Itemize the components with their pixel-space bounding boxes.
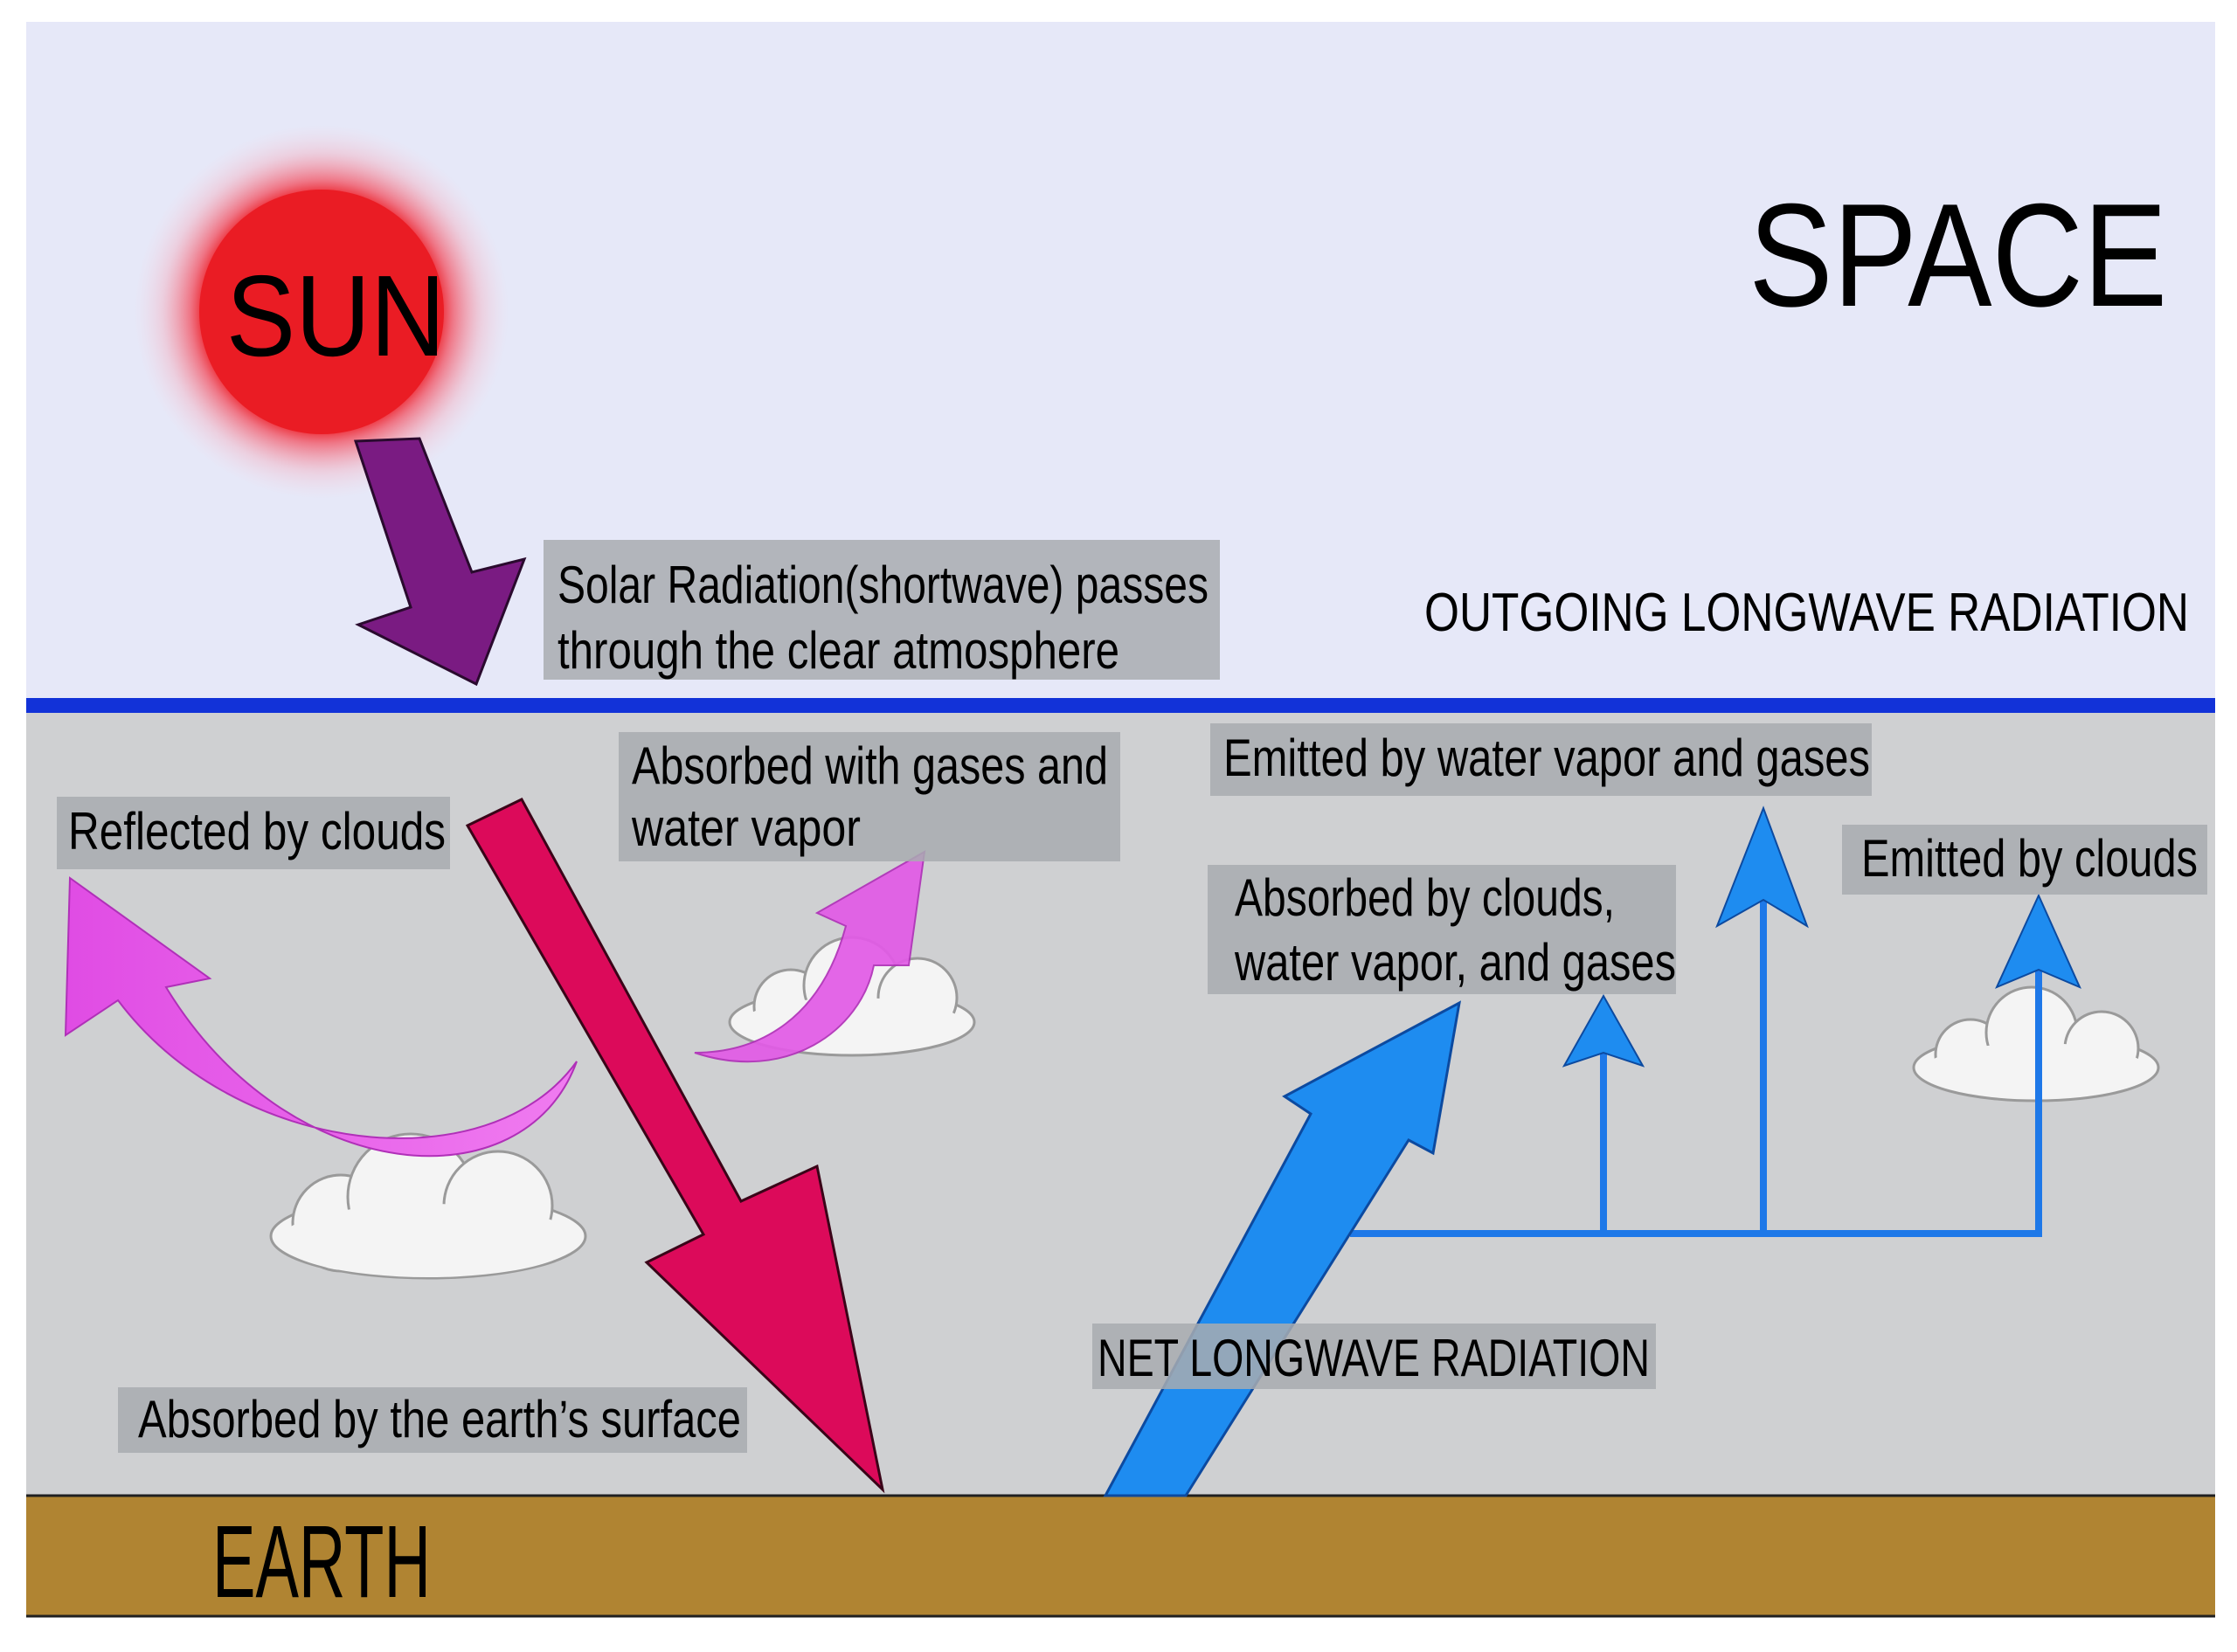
longwave-up-arrowhead — [1995, 893, 2081, 989]
atmosphere-boundary — [26, 698, 2215, 713]
longwave-branch-line — [1350, 970, 2042, 1237]
cloud-icon — [1912, 985, 2160, 1102]
absorbed-gases-label-line1: Absorbed with gases and — [632, 736, 1108, 795]
longwave-up-arrowhead — [1562, 993, 1645, 1068]
absorbed-clouds-label-line2: water vapor, and gases — [1234, 933, 1676, 992]
net-longwave-label-box — [1092, 1324, 1656, 1389]
sun-label: SUN — [226, 251, 446, 380]
emitted-clouds-label-box — [1842, 825, 2207, 895]
reflected-label-box — [57, 797, 450, 869]
solar-label-box — [544, 540, 1220, 680]
earth-region — [26, 1496, 2215, 1616]
absorbed-gases-label-box — [619, 732, 1120, 861]
solar-label-line2: through the clear atmosphere — [558, 621, 1119, 680]
cloud-icon — [269, 1132, 587, 1280]
longwave-up-arrowhead — [1715, 805, 1809, 929]
outgoing-longwave-label: OUTGOING LONGWAVE RADIATION — [1424, 583, 2189, 643]
solar-radiation-arrow — [353, 437, 527, 687]
shortwave-surface-arrow — [465, 798, 885, 1494]
absorbed-clouds-label-box — [1208, 865, 1676, 994]
reflected-arrow — [64, 876, 578, 1158]
sun-icon — [134, 124, 509, 500]
earth-label: EARTH — [212, 1504, 431, 1620]
net-longwave-label: NET LONGWAVE RADIATION — [1098, 1329, 1650, 1387]
absorbed-gases-label-line2: water vapor — [631, 798, 861, 857]
absorbed-clouds-label-line1: Absorbed by clouds, — [1235, 868, 1615, 927]
absorbed-surface-label: Absorbed by the earth’s surface — [138, 1390, 741, 1448]
emitted-clouds-label: Emitted by clouds — [1861, 829, 2198, 888]
absorbed-gases-arrow — [694, 850, 926, 1063]
space-label: SPACE — [1749, 174, 2167, 338]
emitted-vapor-label-box — [1210, 723, 1872, 796]
solar-label-line1: Solar Radiation(shortwave) passes — [558, 556, 1209, 614]
reflected-label: Reflected by clouds — [68, 802, 446, 861]
absorbed-surface-label-box — [118, 1387, 747, 1453]
emitted-vapor-label: Emitted by water vapor and gases — [1223, 729, 1870, 787]
